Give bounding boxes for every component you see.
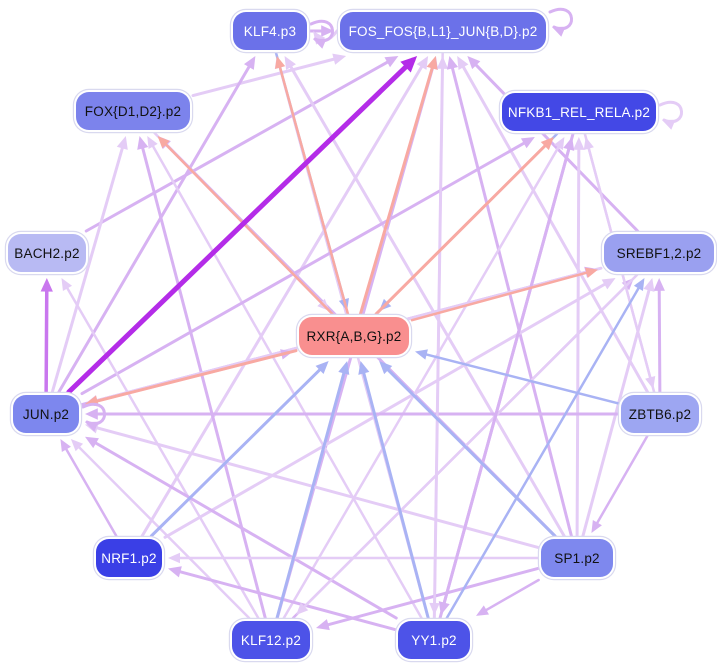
edge-KLF12-to-RXR xyxy=(275,365,348,620)
edge-SP1-to-SREBF xyxy=(581,282,653,538)
edge-SREBF-to-KLF12 xyxy=(299,273,639,613)
edge-YY1-to-SREBF xyxy=(445,281,643,620)
edge-NRF1-to-JUN xyxy=(62,442,118,538)
edge-KLF12-to-NFKB1 xyxy=(282,140,563,620)
node-KLF4.p3[interactable]: KLF4.p3 xyxy=(233,12,307,50)
edge-JUN-to-FOX xyxy=(50,140,126,394)
edge-NRF1-to-FOS xyxy=(140,59,427,538)
edge-RXR-to-SREBF xyxy=(410,269,594,322)
node-SREBF1,2.p2[interactable]: SREBF1,2.p2 xyxy=(604,234,714,272)
node-JUN.p2[interactable]: JUN.p2 xyxy=(13,395,79,433)
edge-SP1-to-KLF4 xyxy=(286,59,566,538)
node-RXR{A,B,G}.p2[interactable]: RXR{A,B,G}.p2 xyxy=(299,317,409,355)
node-NRF1.p2[interactable]: NRF1.p2 xyxy=(96,539,162,577)
edge-JUN-to-NFKB1 xyxy=(80,138,532,396)
edge-KLF12-to-BACH2 xyxy=(63,281,260,620)
edge-RXR-to-FOS xyxy=(358,60,436,316)
edge-ZBTB6-to-SREBF xyxy=(657,282,662,394)
node-ZBTB6.p2[interactable]: ZBTB6.p2 xyxy=(621,395,699,433)
edge-KLF12-to-JUN xyxy=(73,442,251,620)
edge-NFKB1-to-YY1 xyxy=(440,132,575,611)
edge-ZBTB6-to-FOS xyxy=(458,59,650,394)
edge-NRF1-to-RXR xyxy=(149,363,326,538)
edge-KLF12-to-FOX xyxy=(139,140,267,620)
edge-SREBF-to-FOS xyxy=(470,58,640,233)
node-YY1.p2[interactable]: YY1.p2 xyxy=(398,621,470,659)
node-KLF12.p2[interactable]: KLF12.p2 xyxy=(232,621,310,659)
edge-RXR-to-NFKB1 xyxy=(374,139,552,316)
edge-RXR-to-KLF4 xyxy=(277,60,350,316)
edge-ZBTB6-to-SP1 xyxy=(593,434,649,530)
edge-RXR-to-JUN xyxy=(89,349,298,405)
edge-ZBTB6-to-RXR xyxy=(419,351,620,405)
edge-NRF1-to-SREBF xyxy=(163,279,612,539)
node-FOS_FOS{B,L1}_JUN{B,D}.p2[interactable]: FOS_FOS{B,L1}_JUN{B,D}.p2 xyxy=(340,12,546,50)
edge-BACH2-to-FOS xyxy=(84,57,395,233)
node-BACH2.p2[interactable]: BACH2.p2 xyxy=(8,234,86,272)
edge-FOX-to-FOS xyxy=(191,55,342,98)
edge-SP1-to-FOS xyxy=(449,60,573,538)
node-FOX{D1,D2}.p2[interactable]: FOX{D1,D2}.p2 xyxy=(76,92,190,130)
edge-FOS-to-YY1 xyxy=(433,51,444,611)
edge-SP1-to-NFKB1 xyxy=(575,141,581,538)
edge-SP1-to-RXR xyxy=(381,363,557,538)
edge-YY1-to-FOX xyxy=(148,139,423,620)
edge-YY1-to-NRF1 xyxy=(172,568,397,632)
edge-RXR-to-FOX xyxy=(160,139,334,316)
edge-SP1-to-KLF12 xyxy=(320,566,540,628)
edge-SP1-to-YY1 xyxy=(479,578,540,615)
edge-JUN-to-KLF4 xyxy=(57,59,254,394)
node-NFKB1_REL_RELA.p2[interactable]: NFKB1_REL_RELA.p2 xyxy=(502,93,656,131)
edge-JUN-to-BACH2 xyxy=(44,282,49,394)
edge-JUN-to-FOS xyxy=(66,57,416,395)
node-SP1.p2[interactable]: SP1.p2 xyxy=(541,539,613,577)
edge-YY1-to-RXR xyxy=(360,365,430,620)
edge-YY1-to-JUN xyxy=(88,438,398,620)
